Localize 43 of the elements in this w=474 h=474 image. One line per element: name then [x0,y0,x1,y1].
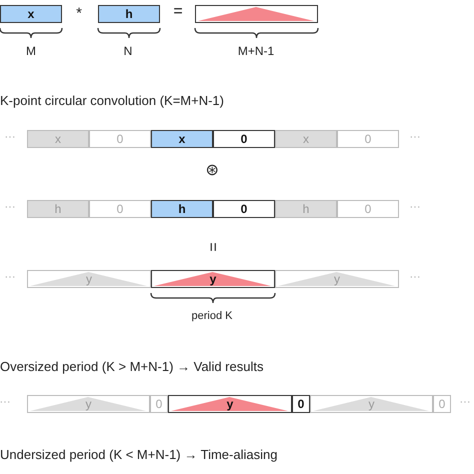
ellipsis: ··· [4,271,16,283]
ellipsis: ··· [410,201,420,213]
array-cell: h [275,200,337,218]
dimension-label: period K [192,310,232,322]
triangle-cell: y [27,270,151,288]
dimension-label: M+N-1 [238,44,274,58]
triangle-cell: y [275,270,399,288]
array-cell: 0 [337,200,399,218]
ellipsis: ··· [460,396,470,408]
section-heading: Undersized period (K < M+N-1) → Time-aliasing [0,447,278,462]
operator-symbol: = [173,3,183,21]
triangle-cell: y [310,395,433,413]
array-cell: 0 [89,200,151,218]
section-heading: K-point circular convolution (K=M+N-1) [0,93,224,108]
array-cell: h [98,5,160,23]
dimension-label: M [26,44,36,58]
array-cell: 0 [213,130,275,148]
array-cell: 0 [292,395,310,413]
array-cell: h [27,200,89,218]
array-cell: 0 [337,130,399,148]
array-cell: x [0,5,62,23]
triangle-cell: y [168,395,292,413]
array-cell: x [275,130,337,148]
ellipsis: ··· [4,131,16,143]
ellipsis: ··· [410,131,420,143]
section-heading: Oversized period (K > M+N-1) → Valid results [0,359,264,374]
triangle-cell [195,5,318,23]
array-cell: 0 [433,395,451,413]
ellipsis: ··· [4,201,16,213]
operator-symbol: * [76,5,82,22]
ellipsis: ··· [0,396,10,408]
dimension-label: N [124,44,132,58]
array-cell: x [151,130,213,148]
operator-symbol: = [203,242,221,252]
triangle-cell: y [151,270,275,288]
triangle-cell: y [27,395,150,413]
ellipsis: ··· [410,271,420,283]
array-cell: 0 [89,130,151,148]
array-cell: h [151,200,213,218]
array-cell: 0 [150,395,168,413]
operator-symbol: ⊛ [206,161,218,180]
array-cell: x [27,130,89,148]
array-cell: 0 [213,200,275,218]
